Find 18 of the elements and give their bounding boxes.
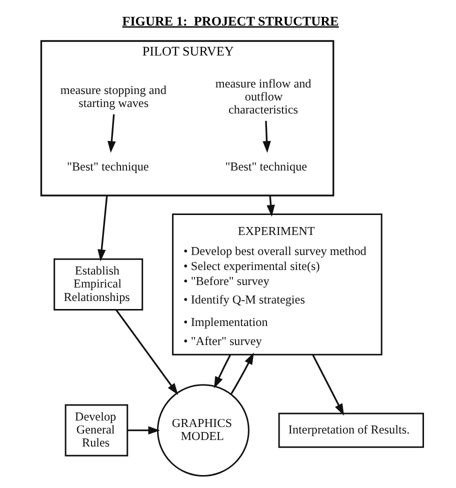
arrow [107,114,116,153]
node-box: Develop General Rules [64,404,128,456]
arrow [230,352,254,394]
node-text: "Best" technique [224,160,307,174]
node-text: "Best" technique [66,160,148,174]
diagram-title: FIGURE 1: PROJECT STRUCTURE [122,13,338,28]
node-box: EXPERIMENT • Develop best overall survey method • Select experimental site(s) • "Before" survey • Identify Q-M strategies • Implementation • "After" survey [172,213,382,356]
arrow [266,195,274,217]
arrow [114,309,178,395]
node-text: measure inflow and outflow characteristics [214,76,311,116]
arrow [127,426,160,434]
node-box: Establish Empirical Relationships [53,258,143,310]
node-text: measure stopping and starting waves [60,82,166,110]
arrow [312,354,344,416]
arrow [262,120,270,153]
arrow [97,195,108,262]
node-box: Interpretation of Results. [278,412,424,448]
arrow [214,354,231,388]
